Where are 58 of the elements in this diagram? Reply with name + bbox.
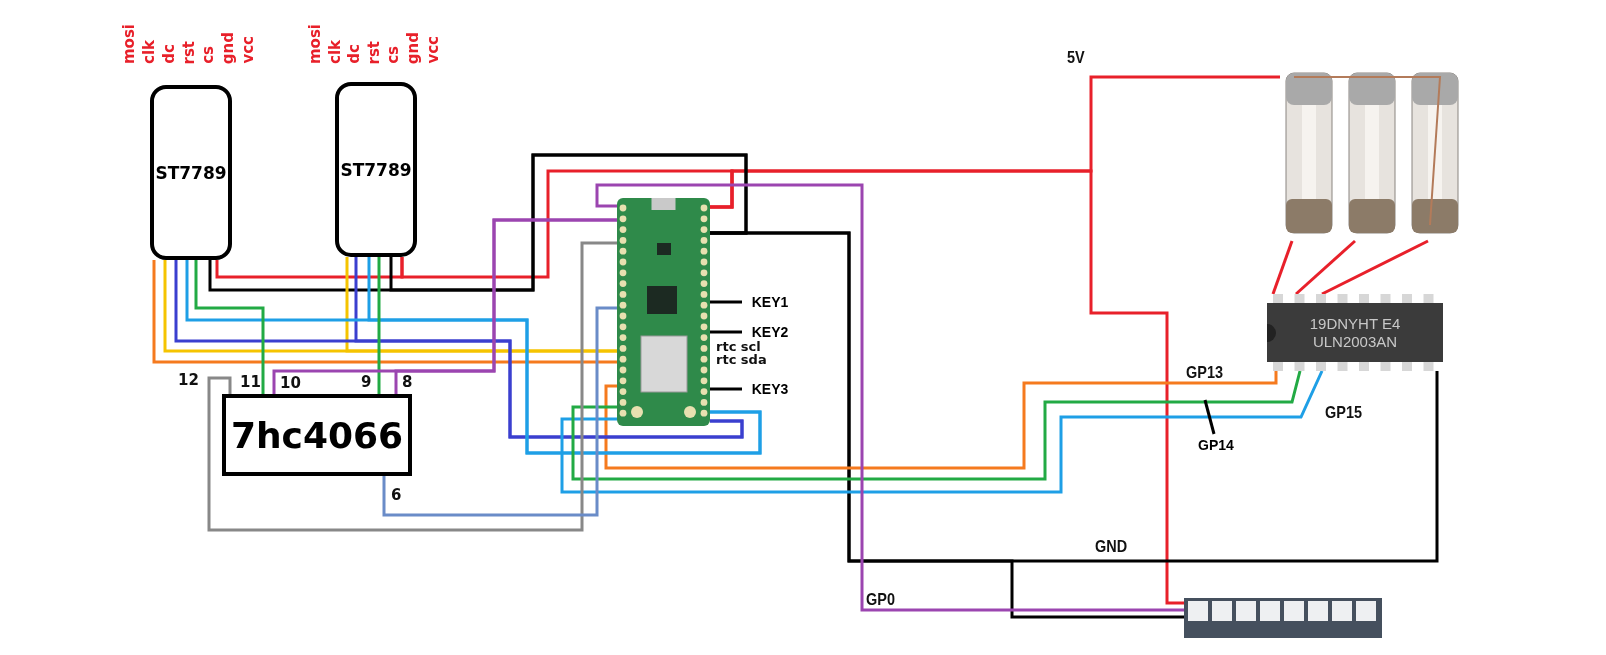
voltage-label: 5V	[1067, 48, 1085, 68]
ic-box	[222, 394, 412, 476]
pin-label: mosi	[308, 24, 323, 64]
leader-line	[1203, 399, 1216, 435]
wire	[394, 218, 617, 394]
wire	[207, 241, 617, 532]
pin-label: gnd	[221, 31, 236, 64]
wire	[710, 231, 1184, 619]
wire	[215, 257, 404, 279]
display-module	[335, 82, 417, 257]
wire-label: GP0	[866, 590, 895, 610]
leader-line	[710, 330, 742, 334]
chip-marking: 19DNYHT E4	[1309, 315, 1401, 333]
wire-label: GP13	[1186, 363, 1223, 383]
wire	[604, 371, 1278, 470]
pin-number: 11	[240, 373, 261, 391]
chip-name: 7hc4066	[230, 414, 404, 456]
display-module	[150, 85, 232, 260]
wire-label: GP15	[1325, 403, 1362, 423]
wire	[595, 183, 1184, 612]
pin-label: clk	[142, 40, 157, 64]
pin-label: KEY3	[751, 381, 789, 397]
wire	[345, 257, 617, 353]
wire	[377, 257, 381, 394]
wire-label: GP14	[1198, 437, 1234, 453]
wire	[710, 169, 1184, 605]
leader-line	[710, 300, 742, 304]
wire	[400, 169, 734, 279]
pin-number: 6	[391, 486, 402, 504]
pin-label: dc	[162, 44, 177, 64]
chip-name: ST7789	[155, 162, 227, 183]
pin-label: KEY2	[751, 324, 789, 340]
chip-name: ST7789	[340, 159, 412, 180]
wire	[382, 306, 617, 517]
chip-marking: ULN2003AN	[1312, 332, 1398, 350]
pin-label: rtc scl	[716, 340, 761, 353]
wire	[194, 260, 265, 394]
wire	[1321, 239, 1429, 296]
wire	[1271, 240, 1294, 295]
pin-number: 8	[402, 373, 413, 391]
pin-label: rst	[367, 40, 382, 64]
wire-label: GND	[1095, 537, 1128, 557]
pin-number: 12	[178, 371, 199, 389]
pin-label: vcc	[241, 36, 256, 64]
pin-number: 9	[361, 373, 372, 391]
pin-number: 10	[280, 374, 301, 392]
pin-label: dc	[347, 44, 362, 64]
wire	[1295, 239, 1356, 296]
pin-label: clk	[328, 40, 343, 64]
wire	[389, 153, 748, 292]
pin-label: gnd	[406, 31, 421, 64]
pin-label: cs	[201, 46, 216, 64]
pin-label: vcc	[426, 36, 441, 64]
pin-label: KEY1	[751, 294, 789, 310]
leader-line	[710, 387, 742, 391]
pin-label: cs	[386, 46, 401, 64]
pin-label: rst	[182, 40, 197, 64]
pin-label: mosi	[122, 24, 137, 64]
